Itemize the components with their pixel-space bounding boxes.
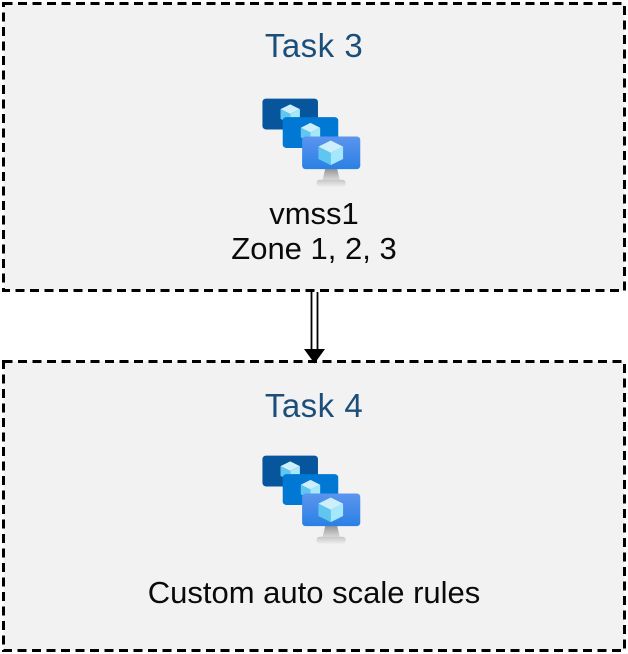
flow-arrow	[304, 292, 325, 364]
task3-box	[2, 2, 626, 292]
arrow-head-icon	[304, 349, 325, 364]
task4-box	[2, 360, 626, 652]
